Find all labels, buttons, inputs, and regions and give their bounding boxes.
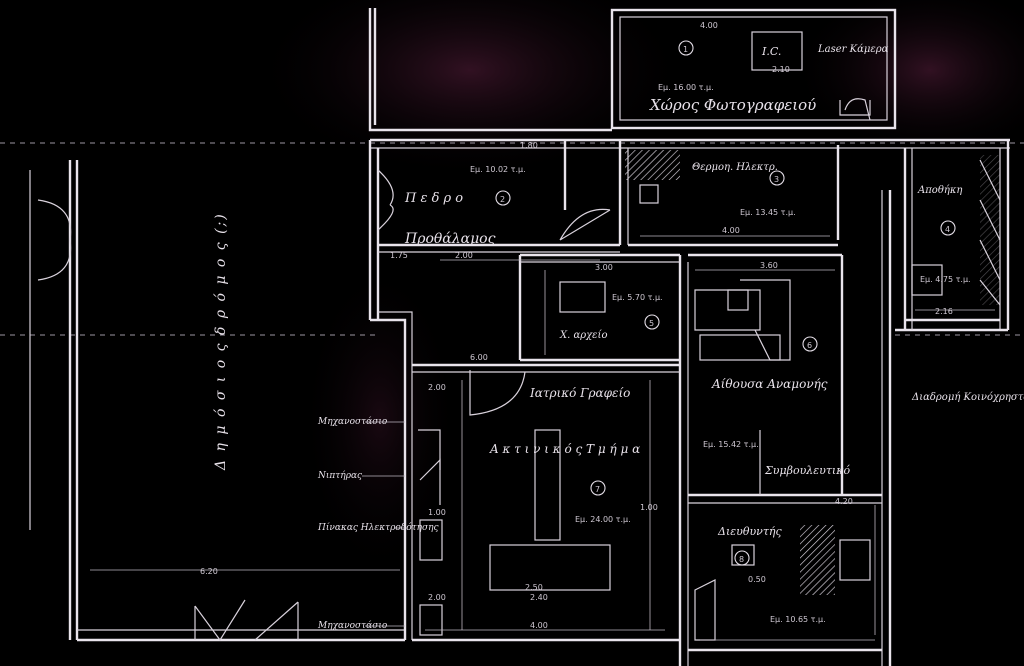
dim-c: 3.00 <box>595 263 613 272</box>
label-waiting-room: Αίθουσα Αναμονής <box>711 377 828 391</box>
label-street: Δ η μ ό σ ι ο ς δ ρ ό μ ο ς (;) <box>213 212 229 471</box>
room-number-3: 3 <box>774 175 779 184</box>
room-marker-2 <box>495 190 511 206</box>
area-photo-store: Εμ. 16.00 τ.μ. <box>658 83 714 92</box>
dimension-lines <box>425 235 995 641</box>
room-number-5: 5 <box>649 319 654 328</box>
room-marker-8 <box>734 550 750 566</box>
stair-lines <box>979 159 1001 306</box>
label-photo-store: Χώρος Φωτογραφειού <box>649 96 816 114</box>
label-entrance: Προθάλαμος <box>404 231 496 247</box>
dim-k: 6.00 <box>470 353 488 362</box>
side-label-3: Πίνακας Ηλεκτροδότησης <box>317 522 440 533</box>
room-number-2: 2 <box>500 195 505 204</box>
dim-o: 2.00 <box>428 383 446 392</box>
area-storage: Εμ. 4.75 τ.μ. <box>920 275 971 284</box>
dim-e: 4.00 <box>530 621 548 630</box>
label-storage: Αποθήκη <box>917 185 962 196</box>
room-number-4: 4 <box>945 225 950 234</box>
hatched-stair <box>980 155 1000 305</box>
label-synedr: Συμβουλευτικό <box>764 464 850 477</box>
dim-q: 0.50 <box>748 575 766 584</box>
side-label-2: Νιπτήρας <box>317 470 363 481</box>
dim-j: 1.80 <box>520 141 538 150</box>
label-direction: Διευθυντής <box>717 525 783 538</box>
label-thermoelec: Θερμοη. Ηλεκτρ. <box>692 162 778 173</box>
room-marker-5 <box>644 314 660 330</box>
dim-n: 1.00 <box>428 508 446 517</box>
dim-mid: 4.00 <box>722 226 740 235</box>
side-label-1: Μηχανοστάσιο <box>317 416 388 427</box>
dim-d: 6.20 <box>200 567 218 576</box>
label-corridor: Διαδρομή Κοινόχρηστο <box>911 392 1024 403</box>
label-ic: I.C. <box>761 45 781 58</box>
dim-l: 4.20 <box>835 497 853 506</box>
dim-h: 2.16 <box>935 307 953 316</box>
area-radiology: Εμ. 24.00 τ.μ. <box>575 515 631 524</box>
doors <box>377 98 871 470</box>
dim-r: 2.50 <box>525 583 543 592</box>
room-number-7: 7 <box>595 485 600 494</box>
label-xiam: Χ. αρχείο <box>559 330 607 341</box>
label-laser: Laser Κάμερα <box>817 44 889 55</box>
label-pedro: Π ε δ ρ ο <box>404 191 463 206</box>
hatched-block-1 <box>625 150 680 180</box>
label-radiology-room: Α κ τ ι ν ι κ ό ς Τ μ ή μ α <box>489 442 640 456</box>
area-room7: Εμ. 13.45 τ.μ. <box>740 208 796 217</box>
dim-f: 2.40 <box>530 593 548 602</box>
room-marker-7 <box>590 480 606 496</box>
dim-b: 1.75 <box>390 251 408 260</box>
paper-stain-left <box>300 260 460 580</box>
side-label-4: Μηχανοστάσιο <box>317 620 388 631</box>
area-direction: Εμ. 10.65 τ.μ. <box>770 615 826 624</box>
room-number-1: 1 <box>683 45 688 54</box>
room-number-6: 6 <box>807 341 812 350</box>
room-marker-3 <box>769 170 785 186</box>
dim-g: 3.60 <box>760 261 778 270</box>
label-medical-office: Ιατρικό Γραφείο <box>529 386 630 400</box>
room-marker-6 <box>802 336 818 352</box>
building-walls <box>368 8 1010 666</box>
dim-top: 4.00 <box>700 21 718 30</box>
dim-m: 2.00 <box>428 593 446 602</box>
dim-i: 2.10 <box>772 65 790 74</box>
area-pedro: Εμ. 10.02 τ.μ. <box>470 165 526 174</box>
room-marker-1 <box>678 40 694 56</box>
furniture <box>419 100 943 641</box>
area-waiting: Εμ. 15.42 τ.μ. <box>703 440 759 449</box>
room-number-8: 8 <box>739 555 744 564</box>
hatched-block-2 <box>800 525 835 595</box>
dim-p: 1.00 <box>640 503 658 512</box>
street-area <box>29 160 405 642</box>
paper-stain <box>250 0 690 180</box>
dim-a: 2.00 <box>455 251 473 260</box>
room-marker-4 <box>940 220 956 236</box>
area-xiam: Εμ. 5.70 τ.μ. <box>612 293 663 302</box>
room-number-markers <box>495 40 956 566</box>
